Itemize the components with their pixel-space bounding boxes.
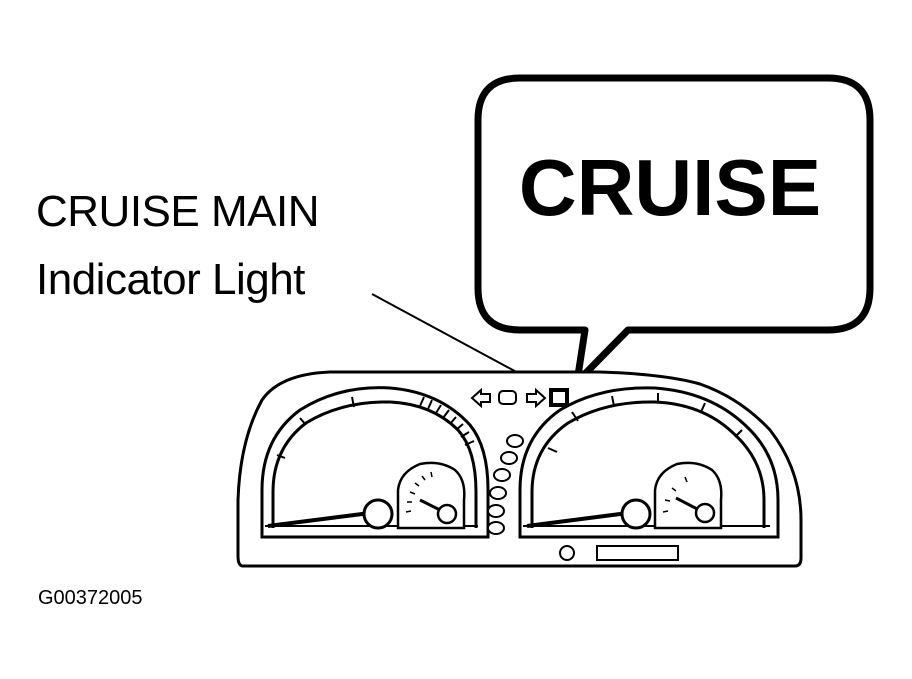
callout-label-line1: CRUISE MAIN (36, 187, 319, 236)
right-gauge (518, 386, 780, 539)
odometer-display (596, 545, 679, 561)
bubble-text: CRUISE (518, 143, 822, 232)
figure-id: G00372005 (38, 587, 143, 609)
indicator-row (470, 387, 569, 409)
callout-label-line2: Indicator Light (36, 255, 305, 304)
indicator-lamp (498, 390, 517, 405)
right-turn-arrow-icon (526, 387, 547, 409)
speech-bubble (474, 74, 874, 386)
trip-reset-knob (559, 545, 575, 561)
cruise-main-indicator-lamp (549, 388, 569, 407)
left-turn-arrow-icon (470, 387, 491, 409)
left-gauge (260, 386, 490, 539)
warning-light-column (487, 434, 524, 535)
